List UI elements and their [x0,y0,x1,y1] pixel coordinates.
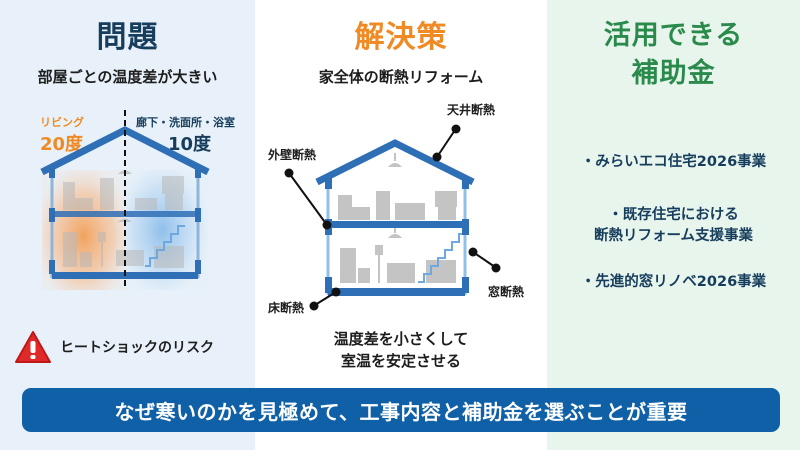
living-label: リビング [40,116,84,129]
solution-result: 温度差を小さくして 室温を安定させる [255,328,547,372]
subsidy-item-text-line2: 断熱リフォーム支援事業 [593,228,754,244]
other-rooms-label: 廊下・洗面所・浴室 [136,116,235,129]
subsidy-item-text: ・みらいエコ住宅2026事業 [580,154,767,170]
subsidy-item-text: ・先進的窓リノベ2026事業 [580,274,767,290]
subsidy-item-mirai-eco: ・みらいエコ住宅2026事業 [547,152,800,173]
other-rooms-temp: 10度 [168,134,212,155]
subsidy-item-existing-insulation: ・既存住宅における 断熱リフォーム支援事業 [547,205,800,247]
subsidy-heading-line2: 補助金 [631,58,716,89]
floor-insulation-label: 床断熱 [268,301,305,315]
subsidy-item-window-renovation: ・先進的窓リノベ2026事業 [547,272,800,293]
house-temperature-illustration [40,110,210,290]
subsidy-heading: 活用できる 補助金 [547,17,800,93]
living-temp: 20度 [40,134,84,155]
subsidy-heading-line1: 活用できる [603,20,744,51]
wall-insulation-label: 外壁断熱 [268,148,317,162]
window-insulation-label: 窓断熱 [488,285,525,299]
heat-shock-risk: ヒートショックのリスク [14,330,214,364]
heat-shock-risk-text: ヒートショックのリスク [60,340,214,356]
summary-banner: なぜ寒いのかを見極めて、工事内容と補助金を選ぶことが重要 [22,388,780,432]
ceiling-insulation-label: 天井断熱 [447,103,496,117]
solution-result-line2: 室温を安定させる [340,352,461,370]
warning-triangle-icon [15,331,51,363]
problem-heading: 問題 [96,20,159,55]
problem-subtitle: 部屋ごとの温度差が大きい [37,68,218,86]
insulated-house-illustration [284,124,501,311]
solution-heading: 解決策 [354,20,448,55]
solution-result-line1: 温度差を小さくして [333,330,469,348]
solution-subtitle: 家全体の断熱リフォーム [318,68,484,86]
subsidy-panel [547,0,800,450]
subsidy-item-text: ・既存住宅における [608,207,739,223]
